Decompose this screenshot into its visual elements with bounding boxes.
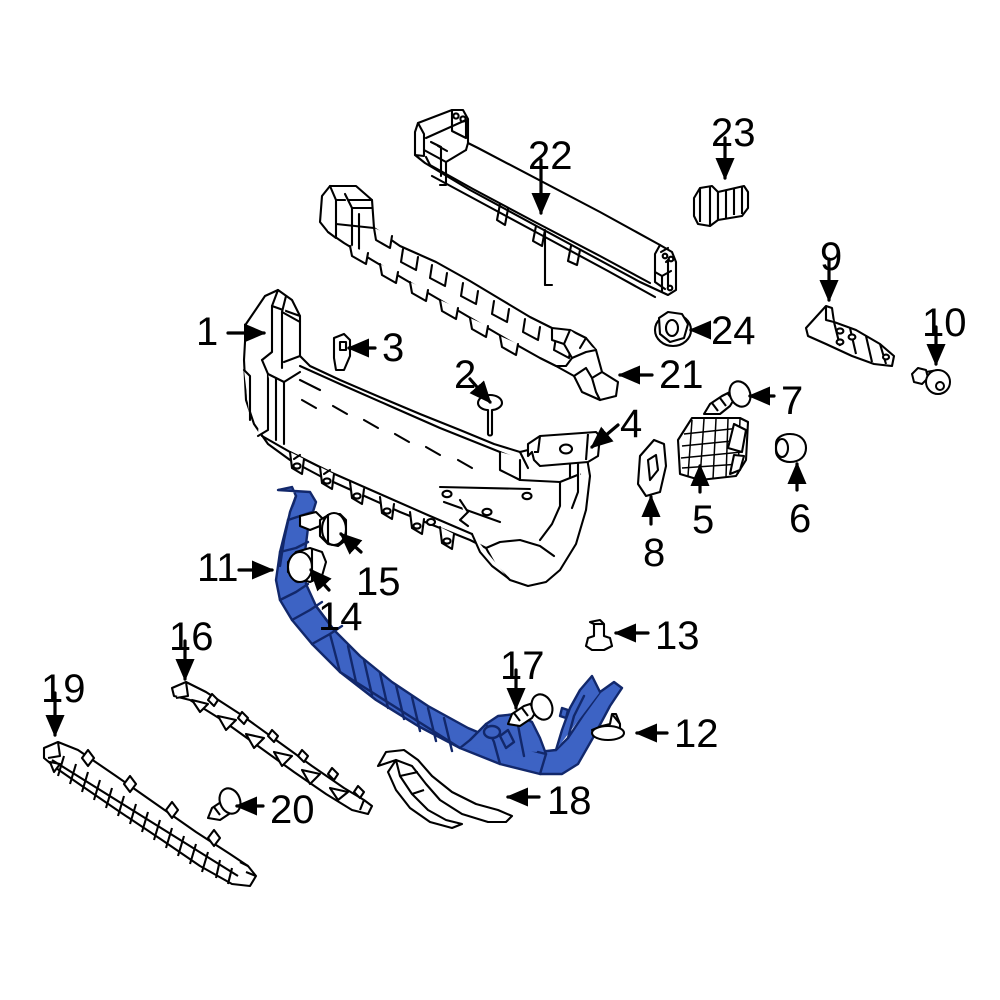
part-8-side-trim-filler — [636, 438, 668, 498]
callout-label-13: 13 — [655, 614, 700, 658]
part-5-mesh-grille — [676, 416, 750, 482]
callout-label-22: 22 — [528, 134, 573, 178]
callout-label-4: 4 — [620, 402, 643, 446]
part-16-air-deflector — [170, 680, 374, 816]
callout-label-24: 24 — [711, 309, 756, 353]
part-10-small-screw — [911, 367, 951, 395]
callout-label-15: 15 — [356, 560, 401, 604]
part-7-screw — [702, 380, 752, 416]
callout-label-14: 14 — [318, 595, 363, 639]
callout-label-8: 8 — [643, 531, 666, 575]
callout-label-5: 5 — [692, 498, 715, 542]
part-4-bumper-bracket — [526, 430, 602, 468]
part-18-lower-deflector — [376, 748, 514, 830]
callout-label-7: 7 — [781, 379, 804, 423]
part-1-bumper-cover — [242, 288, 592, 588]
callout-label-9: 9 — [820, 235, 843, 279]
part-12-push-rivet — [590, 712, 626, 742]
callout-arrow-4 — [590, 423, 620, 449]
part-24-hex-nut — [653, 310, 693, 348]
callout-arrows — [45, 136, 946, 816]
callout-arrow-14 — [309, 568, 332, 592]
part-3-clip-bracket — [332, 332, 352, 372]
callout-label-12: 12 — [674, 712, 719, 756]
callout-label-19: 19 — [41, 667, 86, 711]
part-19-lower-grille-valance — [42, 740, 258, 888]
part-13-pin-retainer — [584, 618, 614, 652]
callout-label-16: 16 — [169, 615, 214, 659]
callout-label-2: 2 — [454, 353, 477, 397]
callout-label-17: 17 — [500, 644, 545, 688]
callout-label-1: 1 — [196, 310, 219, 354]
part-20-screw — [206, 787, 242, 822]
part-9-side-bracket — [804, 304, 896, 368]
callout-label-3: 3 — [382, 326, 405, 370]
callout-label-10: 10 — [922, 301, 967, 345]
callout-label-6: 6 — [789, 497, 812, 541]
callout-label-23: 23 — [711, 111, 756, 155]
part-14-grommet-retainer — [286, 546, 328, 584]
part-23-hex-bolt — [692, 184, 750, 228]
callout-label-18: 18 — [547, 779, 592, 823]
part-6-grommet — [774, 432, 808, 464]
callout-label-11: 11 — [197, 546, 239, 590]
callout-label-20: 20 — [270, 788, 315, 832]
part-21-energy-absorber — [318, 184, 620, 402]
callout-arrow-15 — [339, 532, 363, 555]
callout-arrow-2 — [468, 377, 492, 404]
callout-label-21: 21 — [659, 353, 704, 397]
